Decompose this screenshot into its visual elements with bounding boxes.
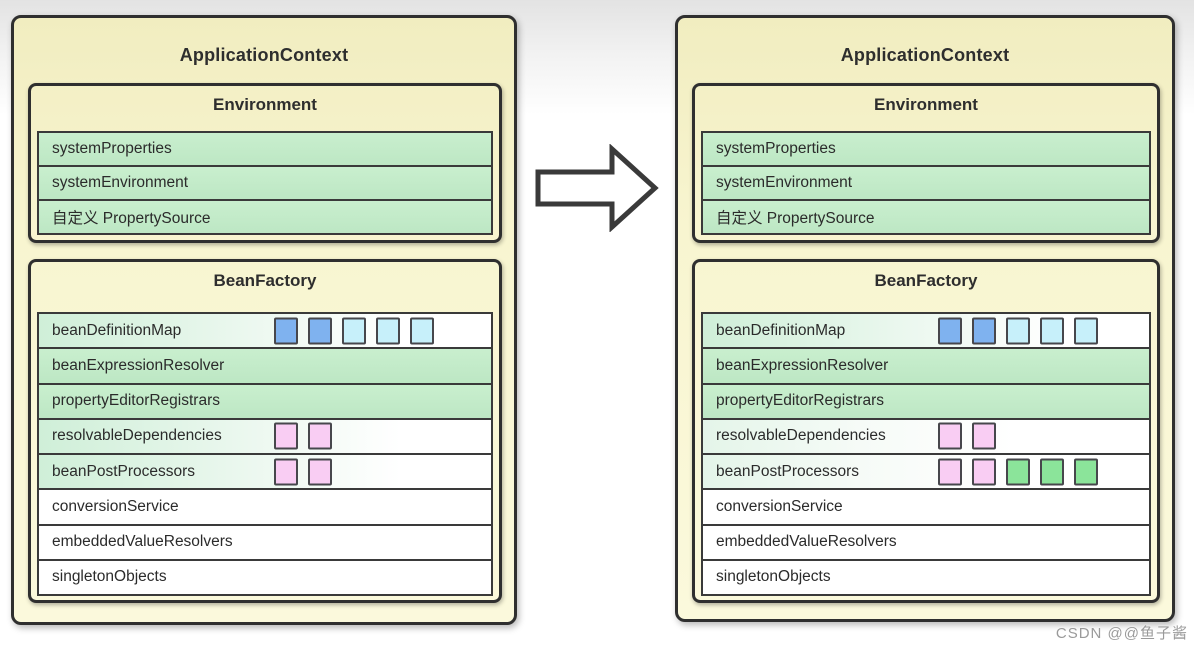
attribute-label: beanDefinitionMap	[716, 321, 846, 339]
attribute-label: singletonObjects	[716, 568, 831, 586]
attribute-row: singletonObjects	[703, 558, 1149, 594]
attribute-label: embeddedValueResolvers	[716, 533, 897, 551]
attribute-row: systemProperties	[39, 133, 491, 165]
attribute-row: beanPostProcessors	[39, 453, 491, 489]
attribute-label: beanPostProcessors	[716, 462, 860, 480]
attribute-label: systemEnvironment	[52, 174, 189, 191]
right-block-arrow-icon	[535, 143, 659, 233]
attribute-row: beanDefinitionMap	[703, 314, 1149, 348]
panel-title: ApplicationContext	[179, 45, 349, 65]
pink-bean-chip	[274, 458, 298, 486]
pink-bean-chip	[938, 422, 962, 450]
attribute-label: embeddedValueResolvers	[52, 533, 233, 551]
attribute-row: 自定义 PropertySource	[39, 199, 491, 233]
chip-group	[938, 422, 996, 450]
environment-row-table: systemProperties systemEnvironment 自定义 Pro…	[701, 131, 1151, 235]
panel-title: ApplicationContext	[840, 45, 1010, 65]
attribute-label: beanExpressionResolver	[52, 356, 225, 374]
bean-factory-row-table: beanDefinitionMap beanExpressionResolver p…	[37, 312, 493, 596]
pink-bean-chip	[972, 422, 996, 450]
attribute-label: beanDefinitionMap	[52, 321, 182, 339]
cyan-bean-chip	[1006, 317, 1030, 345]
environment-title: Environment	[213, 95, 317, 114]
blue-bean-chip	[972, 317, 996, 345]
chip-group	[938, 458, 1098, 486]
attribute-label: systemProperties	[52, 140, 172, 157]
application-context-panel-after: ApplicationContext Environment systemPro…	[675, 15, 1175, 622]
attribute-row: beanPostProcessors	[703, 453, 1149, 489]
attribute-row: conversionService	[703, 488, 1149, 524]
blue-bean-chip	[938, 317, 962, 345]
environment-box: Environment systemProperties systemEnviro…	[692, 83, 1160, 243]
attribute-row: resolvableDependencies	[39, 417, 491, 453]
chip-group	[274, 317, 434, 345]
cyan-bean-chip	[1074, 317, 1098, 345]
attribute-row: embeddedValueResolvers	[703, 523, 1149, 559]
bean-factory-box: BeanFactory beanDefinitionMap beanExpress…	[692, 259, 1160, 603]
attribute-row: beanExpressionResolver	[39, 347, 491, 383]
environment-box: Environment systemProperties systemEnviro…	[28, 83, 502, 243]
attribute-label: propertyEditorRegistrars	[716, 392, 884, 410]
chip-group	[938, 317, 1098, 345]
pink-bean-chip	[972, 458, 996, 486]
cyan-bean-chip	[410, 317, 434, 345]
attribute-row: conversionService	[39, 488, 491, 524]
attribute-label: conversionService	[52, 497, 179, 515]
attribute-row: singletonObjects	[39, 558, 491, 594]
attribute-label: beanPostProcessors	[52, 462, 196, 480]
attribute-row: propertyEditorRegistrars	[703, 382, 1149, 418]
bean-factory-row-table: beanDefinitionMap beanExpressionResolver p…	[701, 312, 1151, 596]
green-bean-chip	[1040, 458, 1064, 486]
attribute-label: 自定义 PropertySource	[716, 210, 875, 227]
attribute-row: 自定义 PropertySource	[703, 199, 1149, 233]
attribute-label: resolvableDependencies	[716, 427, 886, 445]
attribute-label: propertyEditorRegistrars	[52, 392, 220, 410]
attribute-label: conversionService	[716, 497, 843, 515]
attribute-row: embeddedValueResolvers	[39, 523, 491, 559]
pink-bean-chip	[308, 422, 332, 450]
attribute-label: beanExpressionResolver	[716, 356, 889, 374]
chip-group	[274, 422, 332, 450]
attribute-row: systemProperties	[703, 133, 1149, 165]
attribute-row: beanDefinitionMap	[39, 314, 491, 348]
attribute-row: systemEnvironment	[703, 165, 1149, 199]
blue-bean-chip	[308, 317, 332, 345]
bean-factory-title: BeanFactory	[874, 271, 978, 290]
attribute-row: propertyEditorRegistrars	[39, 382, 491, 418]
pink-bean-chip	[938, 458, 962, 486]
watermark-text: CSDN @@鱼子酱	[1055, 625, 1188, 642]
cyan-bean-chip	[342, 317, 366, 345]
attribute-row: beanExpressionResolver	[703, 347, 1149, 383]
pink-bean-chip	[308, 458, 332, 486]
environment-row-table: systemProperties systemEnvironment 自定义 Pro…	[37, 131, 493, 235]
pink-bean-chip	[274, 422, 298, 450]
chip-group	[274, 458, 332, 486]
attribute-label: 自定义 PropertySource	[52, 210, 211, 227]
green-bean-chip	[1006, 458, 1030, 486]
attribute-label: singletonObjects	[52, 568, 167, 586]
attribute-row: resolvableDependencies	[703, 417, 1149, 453]
attribute-label: resolvableDependencies	[52, 427, 222, 445]
environment-title: Environment	[874, 95, 978, 114]
attribute-label: systemEnvironment	[716, 174, 853, 191]
attribute-label: systemProperties	[716, 140, 836, 157]
blue-bean-chip	[274, 317, 298, 345]
cyan-bean-chip	[376, 317, 400, 345]
application-context-panel-before: ApplicationContext Environment systemPro…	[11, 15, 517, 625]
attribute-row: systemEnvironment	[39, 165, 491, 199]
bean-factory-title: BeanFactory	[213, 271, 317, 290]
green-bean-chip	[1074, 458, 1098, 486]
bean-factory-box: BeanFactory beanDefinitionMap beanExpress…	[28, 259, 502, 603]
cyan-bean-chip	[1040, 317, 1064, 345]
